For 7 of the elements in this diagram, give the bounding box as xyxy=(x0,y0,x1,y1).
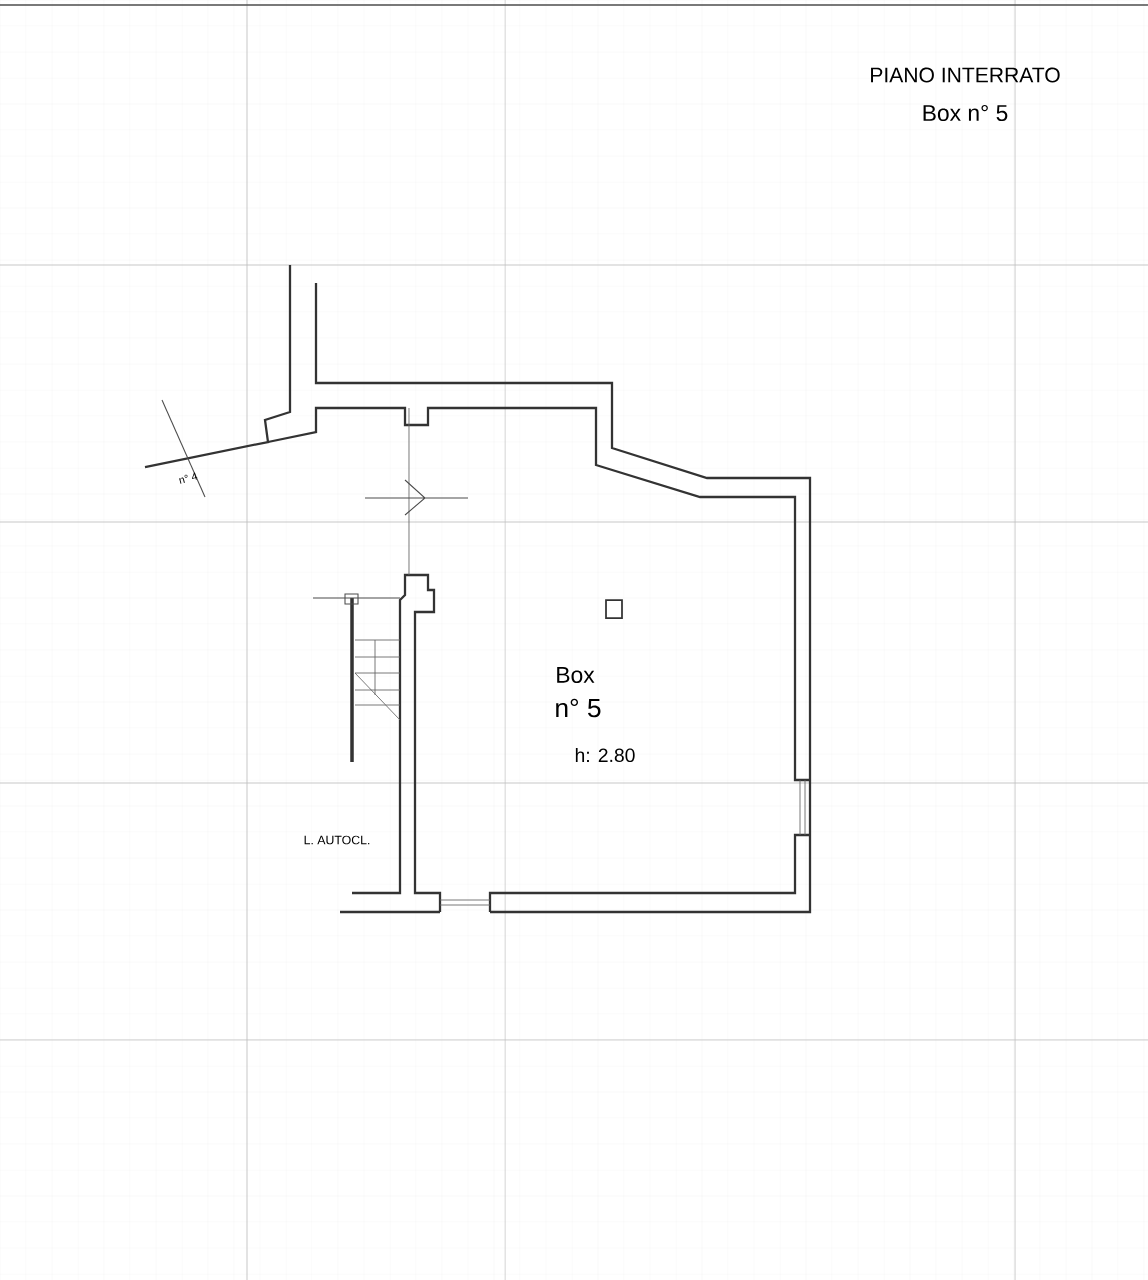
room-label: n° 5 xyxy=(556,698,601,718)
height-label: h: 2.80 xyxy=(575,747,635,763)
room-label: Box xyxy=(557,667,595,683)
unit-label: n° 4 xyxy=(179,472,198,484)
heading-text: PIANO INTERRATO xyxy=(871,67,1060,83)
note-label: L. AUTOCL. xyxy=(304,835,370,845)
heading-text: Box n° 5 xyxy=(923,104,1008,122)
